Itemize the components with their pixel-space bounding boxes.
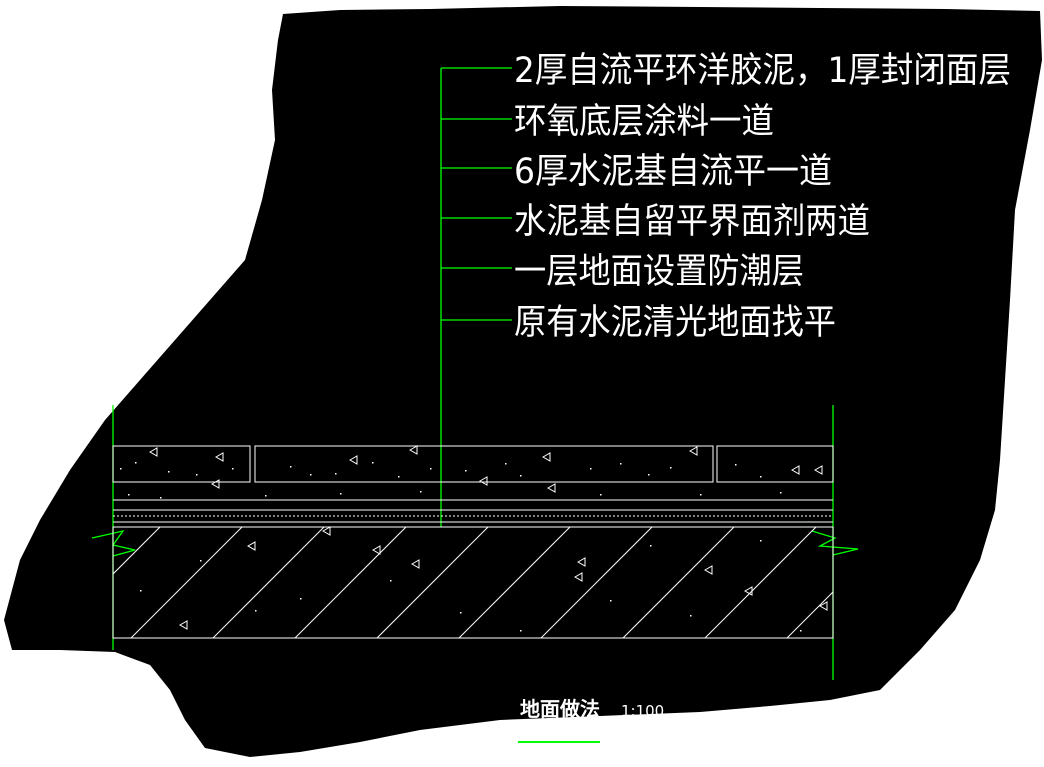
aggregate-dot — [590, 468, 592, 470]
aggregate-triangle — [214, 452, 224, 462]
right-break-symbol — [811, 530, 859, 556]
aggregate-triangle — [410, 559, 420, 569]
aggregate-dot — [128, 494, 130, 496]
aggregate-dot — [700, 494, 702, 496]
aggregate-dot — [120, 468, 122, 470]
aggregate-triangle — [371, 545, 381, 555]
aggregate-triangle — [541, 452, 551, 462]
aggregate-dot — [505, 463, 507, 465]
aggregate-dot — [265, 495, 267, 497]
tile-slab — [716, 445, 834, 483]
aggregate-dot — [800, 630, 802, 632]
aggregate-dot — [600, 494, 602, 496]
hatch-line — [786, 591, 834, 639]
annotation-6: 原有水泥清光地面找平 — [514, 303, 836, 343]
aggregate-dot — [135, 462, 137, 464]
aggregate-dot — [232, 468, 234, 470]
aggregate-triangle — [703, 565, 713, 575]
annotation-4: 水泥基自留平界面剂两道 — [514, 202, 870, 242]
hatch-line — [212, 526, 325, 639]
aggregate-dot — [760, 476, 762, 478]
aggregate-triangle — [818, 601, 828, 611]
aggregate-triangle — [321, 526, 331, 536]
hatch-line — [294, 526, 407, 639]
aggregate-dot — [255, 610, 257, 612]
annotation-list: 2厚自流平环洋胶泥，1厚封闭面层 环氧底层涂料一道 6厚水泥基自流平一道 水泥基… — [514, 51, 1011, 343]
aggregate-dot — [200, 560, 202, 562]
aggregate-dot — [340, 493, 342, 495]
hatch-line — [458, 526, 571, 639]
tile-slab — [254, 445, 714, 483]
annotation-1: 2厚自流平环洋胶泥，1厚封闭面层 — [514, 51, 1011, 91]
concrete-hatch — [112, 526, 834, 639]
aggregate-dot — [760, 540, 762, 542]
annotation-5: 一层地面设置防潮层 — [514, 252, 804, 292]
aggregate-dot — [430, 468, 432, 470]
aggregate-triangle — [573, 572, 583, 582]
aggregate-dot — [390, 580, 392, 582]
aggregate-dot — [196, 474, 198, 476]
aggregate-dot — [520, 630, 522, 632]
aggregate-triangle — [813, 465, 823, 475]
aggregate-triangle — [210, 479, 220, 489]
aggregate-triangle — [478, 476, 488, 486]
black-background-region — [4, 6, 1042, 757]
aggregate-dot — [690, 615, 692, 617]
aggregate-triangle — [743, 586, 753, 596]
leader-lines — [440, 67, 512, 527]
tile-slab — [112, 445, 251, 483]
aggregate-dot — [420, 491, 422, 493]
hatch-line — [112, 526, 161, 575]
hatch-line — [622, 526, 735, 639]
aggregate-dot — [290, 466, 292, 468]
hatch-line — [704, 526, 817, 639]
aggregate-dot — [398, 476, 400, 478]
aggregate-triangle — [576, 557, 586, 567]
concrete-outline — [112, 526, 834, 639]
aggregate-triangle — [688, 446, 698, 456]
aggregate-dot — [650, 545, 652, 547]
aggregate-triangle — [178, 620, 188, 630]
aggregate-dot — [520, 475, 522, 477]
aggregate-dot — [670, 467, 672, 469]
hatch-line — [130, 526, 243, 639]
annotation-3: 6厚水泥基自流平一道 — [514, 152, 832, 192]
aggregate-triangle — [246, 541, 256, 551]
aggregate-triangle — [408, 445, 418, 455]
aggregate-dot — [140, 590, 142, 592]
aggregate-dot — [310, 474, 312, 476]
hatch-line — [376, 526, 489, 639]
aggregate-dot — [620, 463, 622, 465]
concrete-base — [112, 526, 834, 639]
title-name: 地面做法 — [520, 697, 600, 721]
aggregate-dot — [160, 497, 162, 499]
aggregate-dot — [648, 474, 650, 476]
aggregate-marks — [120, 445, 828, 632]
hatch-line — [540, 526, 653, 639]
aggregate-dot — [610, 600, 612, 602]
tile-layer — [112, 445, 834, 483]
aggregate-dot — [300, 598, 302, 600]
aggregate-triangle — [348, 455, 358, 465]
aggregate-dot — [460, 612, 462, 614]
aggregate-triangle — [148, 447, 158, 457]
aggregate-triangle — [790, 465, 800, 475]
aggregate-dot — [168, 471, 170, 473]
annotation-2: 环氧底层涂料一道 — [514, 102, 774, 142]
aggregate-dot — [780, 492, 782, 494]
title-scale: 1:100 — [621, 702, 664, 720]
aggregate-dot — [465, 470, 467, 472]
aggregate-dot — [735, 464, 737, 466]
aggregate-triangle — [546, 483, 556, 493]
aggregate-dot — [335, 473, 337, 475]
aggregate-dot — [372, 462, 374, 464]
drawing-title: 地面做法 1:100 — [518, 697, 664, 743]
